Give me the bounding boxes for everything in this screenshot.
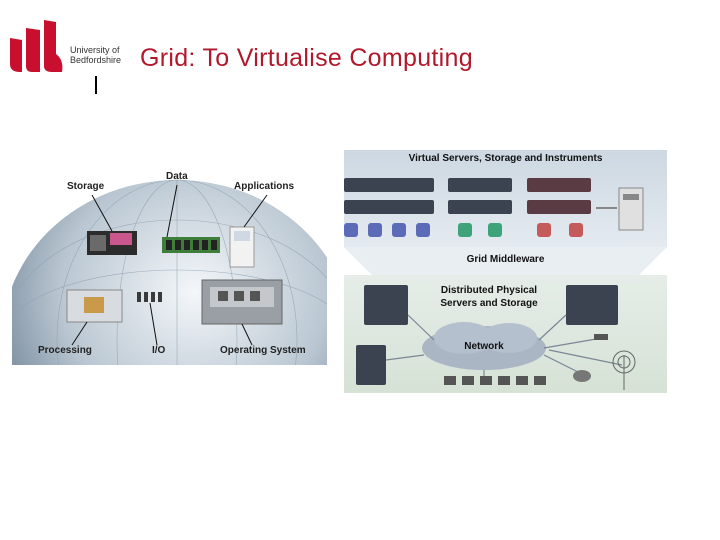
- logo-text: University of Bedfordshire: [70, 45, 121, 65]
- processing-chip: [66, 289, 123, 323]
- university-logo: [8, 16, 124, 76]
- operating-system-board: [201, 279, 283, 325]
- virtual-server-racks: [344, 178, 591, 214]
- logo-line-2: Bedfordshire: [70, 55, 122, 65]
- storage-device: [87, 231, 137, 255]
- label-data: Data: [166, 171, 188, 182]
- virtual-storage-cylinders: [344, 223, 583, 237]
- instrument-device: [596, 187, 644, 231]
- satellite-dish-icon: [573, 370, 591, 382]
- label-applications: Applications: [234, 181, 295, 192]
- globe-illustration: [12, 165, 327, 365]
- logo-mark-icon: [10, 20, 63, 72]
- page-title: Grid: To Virtualise Computing: [140, 44, 473, 72]
- physical-title-line-2: Servers and Storage: [440, 298, 538, 309]
- label-processing: Processing: [38, 345, 92, 356]
- physical-server-racks: [356, 285, 618, 385]
- satellite-icon: [594, 334, 608, 340]
- label-operating-system: Operating System: [220, 345, 306, 356]
- logo-divider: [95, 76, 97, 94]
- physical-title-line-1: Distributed Physical: [440, 285, 538, 296]
- virtual-resources-title: Virtual Servers, Storage and Instruments: [408, 153, 603, 164]
- computing-resources-figure: Storage Data Applications Processing I/O…: [12, 165, 327, 365]
- logo-line-1: University of: [70, 45, 120, 55]
- applications-box: [229, 226, 255, 268]
- workstations: [444, 376, 546, 385]
- grid-diagram-graphic: [344, 150, 667, 393]
- io-connectors: [137, 292, 162, 302]
- antenna-tower-icon: [612, 350, 636, 390]
- grid-middleware-label: Grid Middleware: [466, 254, 545, 265]
- data-module: [162, 237, 220, 253]
- network-label: Network: [464, 341, 504, 352]
- label-storage: Storage: [67, 181, 105, 192]
- network-cloud: [422, 322, 546, 370]
- physical-resources-title: Distributed Physical Servers and Storage: [414, 284, 564, 310]
- grid-virtualization-diagram: Virtual Servers, Storage and Instruments…: [344, 150, 667, 393]
- label-io: I/O: [152, 345, 166, 356]
